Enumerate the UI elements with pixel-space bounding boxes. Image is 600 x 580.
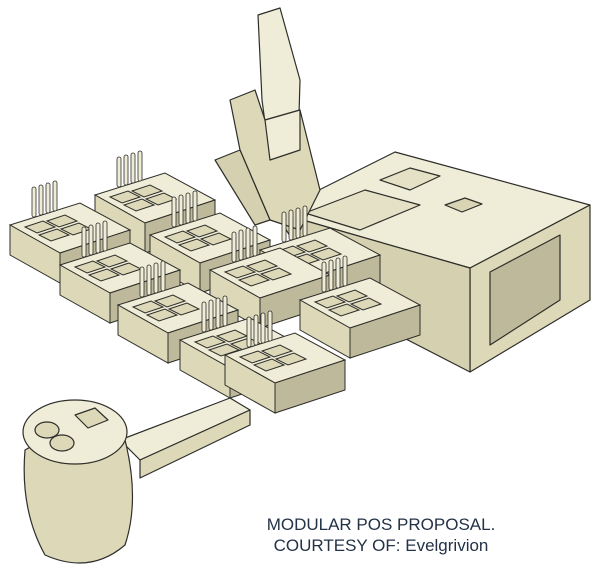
pin: [38, 184, 44, 216]
pin: [231, 231, 237, 263]
pin: [31, 186, 37, 218]
pin: [252, 225, 258, 257]
caption-title: MODULAR POS PROPOSAL.: [266, 515, 496, 534]
pin: [81, 226, 87, 258]
pin: [215, 297, 221, 329]
pin: [130, 152, 136, 184]
pin: [288, 209, 294, 241]
pin: [321, 261, 327, 293]
pin: [102, 220, 108, 252]
tower-stand: [214, 7, 321, 231]
pin: [208, 299, 214, 331]
pin: [246, 316, 252, 348]
key-fob: [22, 397, 251, 564]
pin: [253, 314, 259, 346]
pin: [192, 190, 198, 222]
pin: [185, 192, 191, 224]
pin: [295, 207, 301, 239]
pin: [52, 180, 58, 212]
pin: [245, 227, 251, 259]
pin: [95, 222, 101, 254]
caption: MODULAR POS PROPOSAL. COURTESY OF: Evelg…: [250, 514, 512, 556]
pin: [123, 154, 129, 186]
pin: [88, 224, 94, 256]
pin: [146, 264, 152, 296]
pos-module: [208, 225, 332, 329]
pin: [302, 205, 308, 237]
pin: [238, 229, 244, 261]
pin: [260, 312, 266, 344]
caption-credit: COURTESY OF: Evelgrivion: [273, 536, 489, 555]
pin: [116, 156, 122, 188]
pin: [139, 266, 145, 298]
pin: [335, 257, 341, 289]
pin: [171, 196, 177, 228]
pin: [45, 182, 51, 214]
pin: [222, 295, 228, 327]
pin: [160, 260, 166, 292]
pin: [267, 310, 273, 342]
pin: [137, 150, 143, 182]
pin: [342, 255, 348, 287]
pin: [281, 211, 287, 243]
pin: [153, 262, 159, 294]
pin: [201, 301, 207, 333]
pin: [328, 259, 334, 291]
pin: [178, 194, 184, 226]
module-grid: [8, 150, 422, 414]
pos-module: [223, 310, 347, 414]
pos-module: [298, 255, 422, 359]
